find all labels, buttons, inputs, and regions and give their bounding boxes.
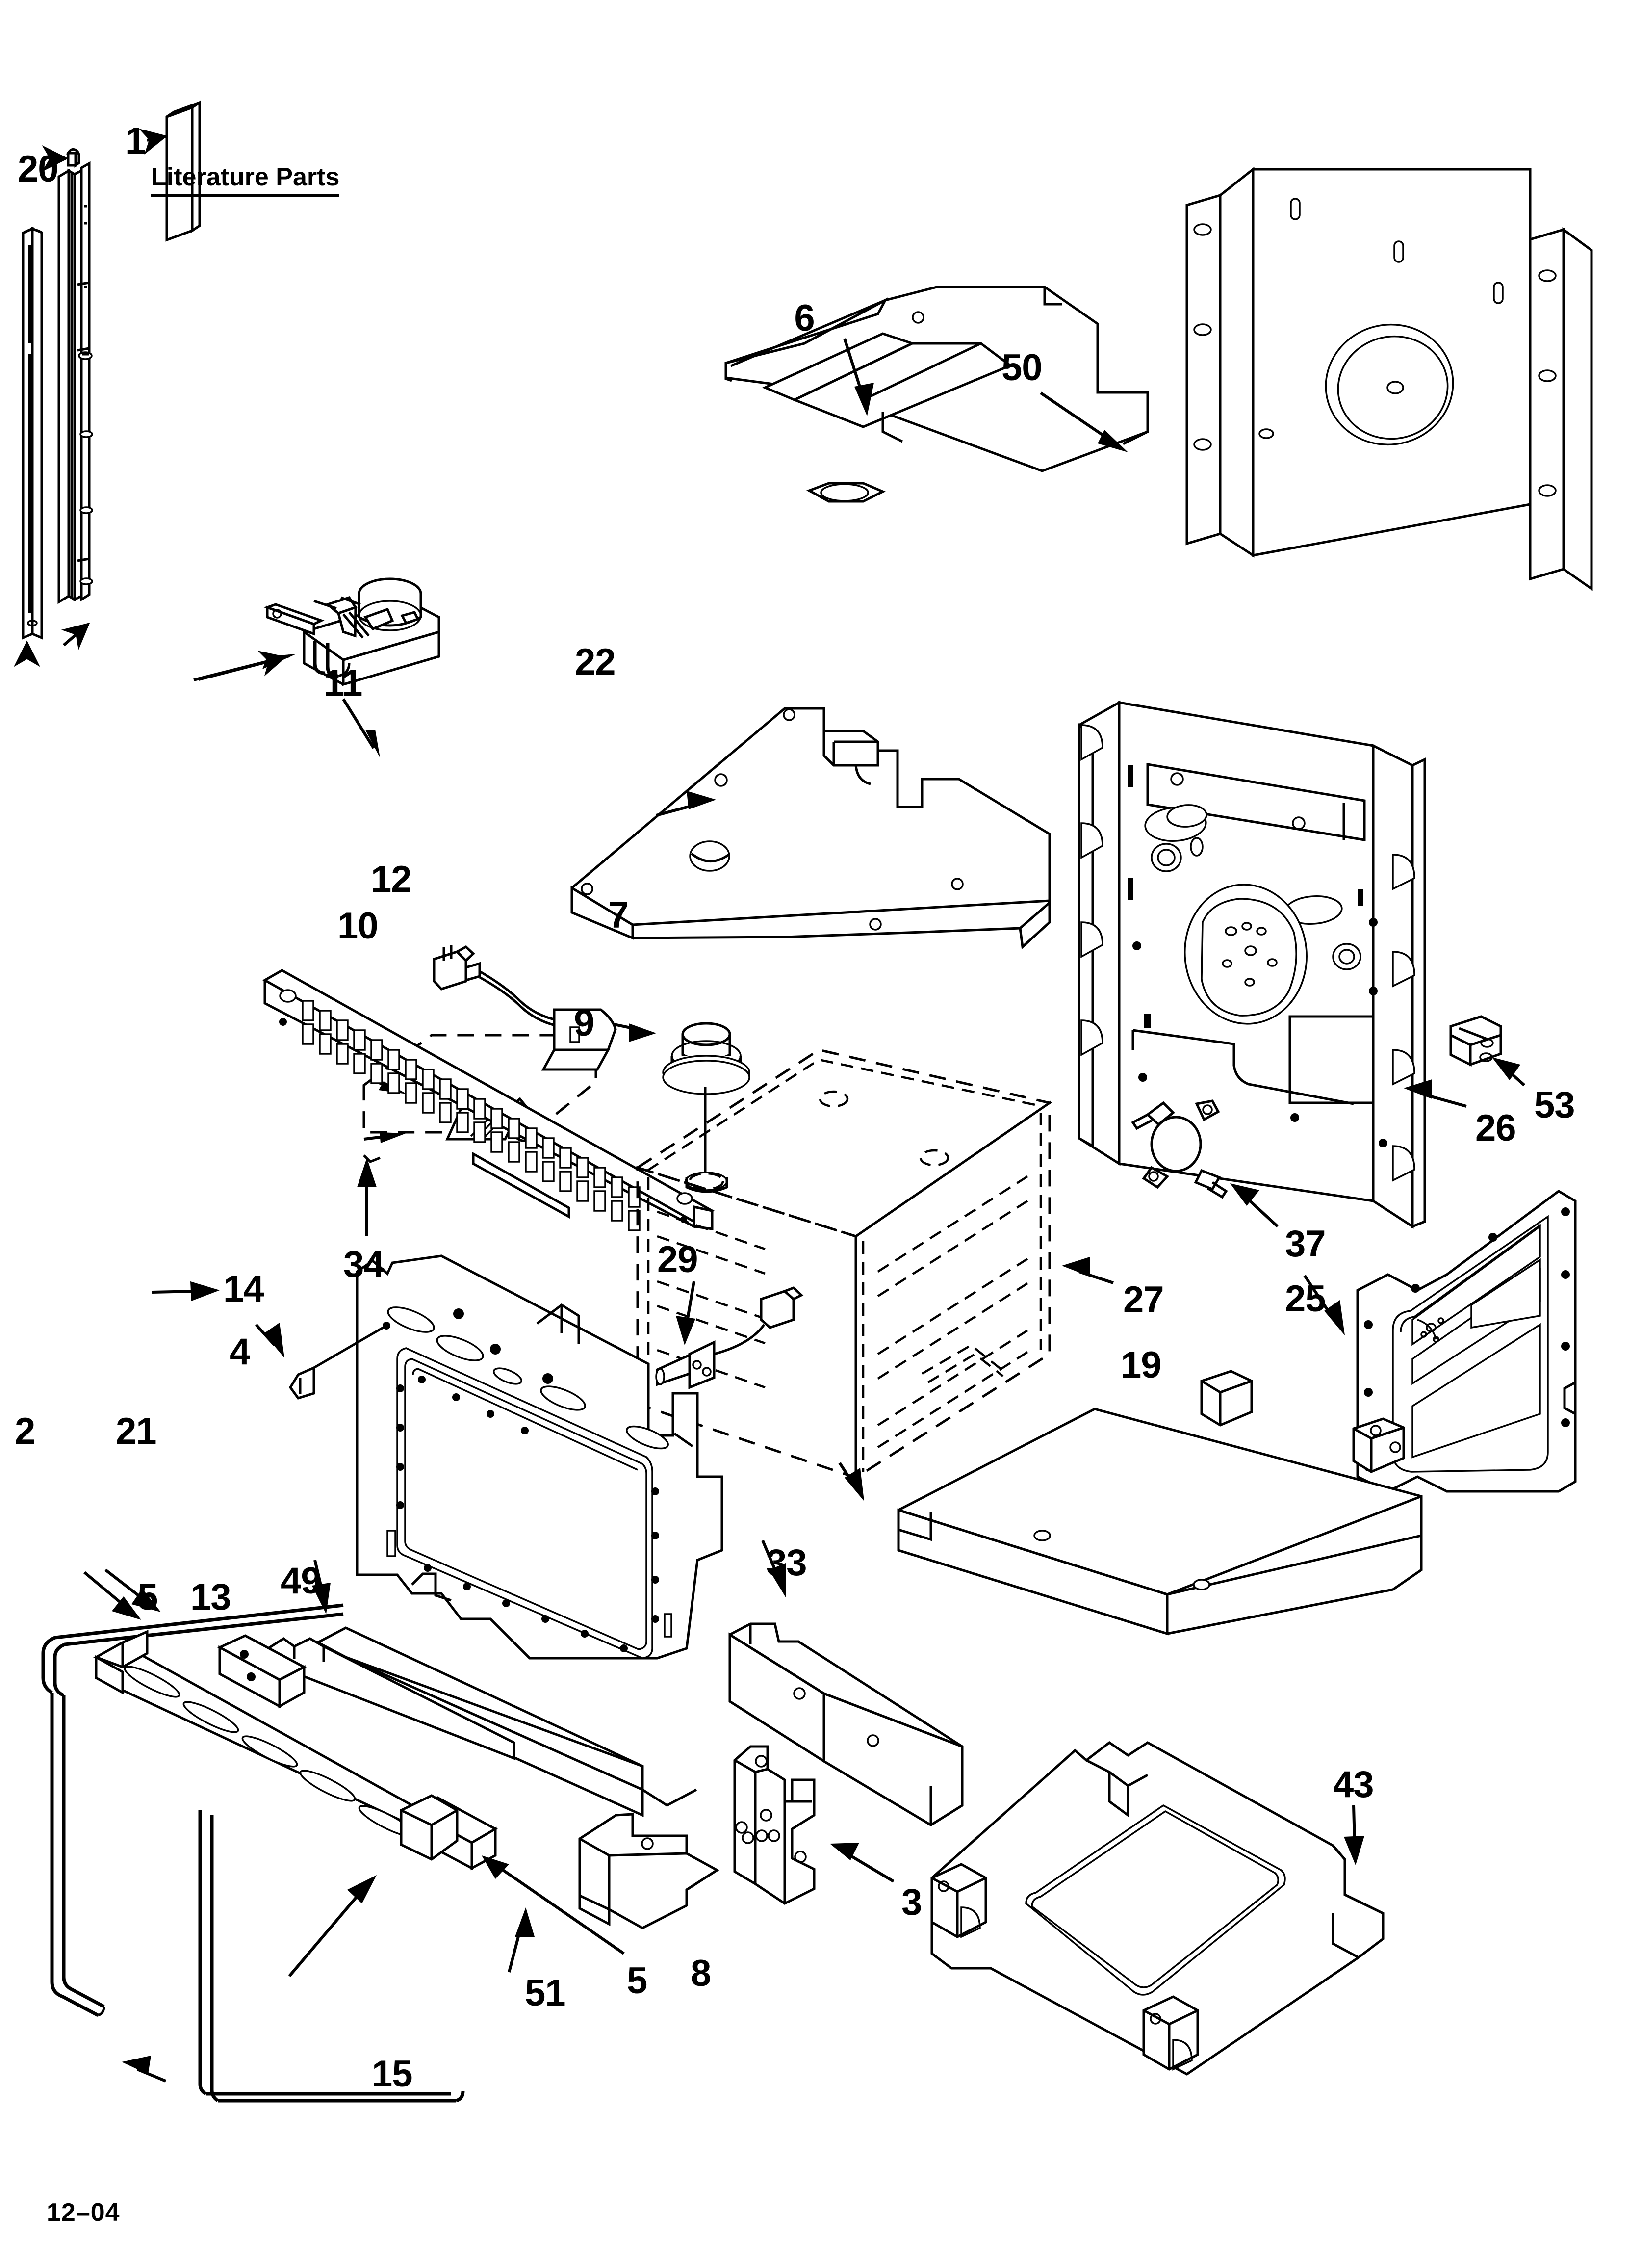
callout-13: 13 — [190, 1576, 231, 1618]
callout-33: 33 — [766, 1542, 807, 1584]
part-22-blower-motor-assembly — [263, 577, 440, 686]
callout-10: 10 — [337, 905, 379, 947]
callout-20: 20 — [18, 148, 59, 190]
part-27-oven-cavity-liner — [635, 1048, 1053, 1480]
callout-11: 11 — [324, 662, 362, 704]
part-29-cavity-sensor — [655, 1286, 804, 1389]
callout-22: 22 — [575, 641, 616, 683]
callout-43: 43 — [1333, 1764, 1374, 1805]
part-4-frame-screw — [288, 1322, 390, 1400]
callout-5-left: 5 — [137, 1576, 158, 1618]
callout-37: 37 — [1285, 1223, 1326, 1265]
lamp-socket-and-wire — [433, 945, 617, 1071]
part-33-rear-support-rail — [728, 1622, 964, 1826]
callout-50: 50 — [1001, 347, 1043, 389]
literature-parts-label: Literature Parts — [151, 164, 340, 197]
part-21-side-trim-channel — [57, 168, 83, 604]
part-26-side-chassis-panel — [1078, 700, 1426, 1229]
callout-19: 19 — [1121, 1344, 1162, 1386]
part-25-inner-door-liner — [1356, 1190, 1577, 1493]
part-15-door-seal-gasket — [41, 1603, 465, 2103]
callout-2: 2 — [15, 1410, 35, 1452]
part-51-end-cap-trim — [93, 1630, 459, 1861]
part-7-top-cover-panel — [570, 707, 1051, 950]
callout-34: 34 — [343, 1244, 385, 1285]
callout-53: 53 — [1534, 1084, 1575, 1126]
part-37-thermal-limiter — [1131, 1099, 1228, 1199]
part-9-vent-tube-cap — [662, 1022, 750, 1193]
callout-14: 14 — [223, 1268, 264, 1310]
part-20-trim-end-cap — [66, 148, 80, 168]
callout-7: 7 — [608, 894, 629, 936]
callout-6: 6 — [794, 297, 815, 339]
callout-4: 4 — [230, 1331, 250, 1373]
part-19-bottom-shelf-panel — [897, 1370, 1423, 1636]
callout-25: 25 — [1285, 1278, 1326, 1320]
callout-8: 8 — [691, 1953, 711, 1994]
callout-29: 29 — [657, 1239, 698, 1280]
part-53-wire-clip — [1449, 1015, 1502, 1067]
callout-49: 49 — [281, 1560, 322, 1602]
part-8-bracket-clip — [578, 1813, 719, 1929]
part-5-spacer-block-left — [217, 1634, 307, 1709]
part-1-literature-pack — [165, 100, 201, 242]
part-14-front-frame — [356, 1254, 723, 1660]
callout-5-right: 5 — [627, 1960, 647, 2002]
part-21-inner-strip — [77, 161, 93, 602]
callout-3: 3 — [901, 1881, 922, 1923]
callout-12: 12 — [371, 859, 412, 900]
part-34-vent-grille-trim — [262, 969, 715, 1231]
callout-26: 26 — [1475, 1107, 1516, 1149]
part-43-bottom-pan-frame — [930, 1741, 1385, 2076]
sheet-revision-code: 12–04 — [47, 2198, 120, 2227]
callout-15: 15 — [372, 2053, 413, 2095]
part-3-side-mount-bracket — [733, 1745, 816, 1905]
callout-27: 27 — [1123, 1279, 1164, 1321]
part-11-lamp-assembly-group — [362, 1034, 597, 1134]
callout-9: 9 — [574, 1002, 594, 1044]
callout-21: 21 — [116, 1410, 157, 1452]
part-6-top-duct-cover — [724, 286, 1149, 503]
callout-1: 1 — [125, 120, 146, 162]
callout-51: 51 — [525, 1972, 566, 2014]
part-2-side-trim-rod — [22, 227, 43, 640]
part-50-rear-panel — [1185, 166, 1593, 591]
